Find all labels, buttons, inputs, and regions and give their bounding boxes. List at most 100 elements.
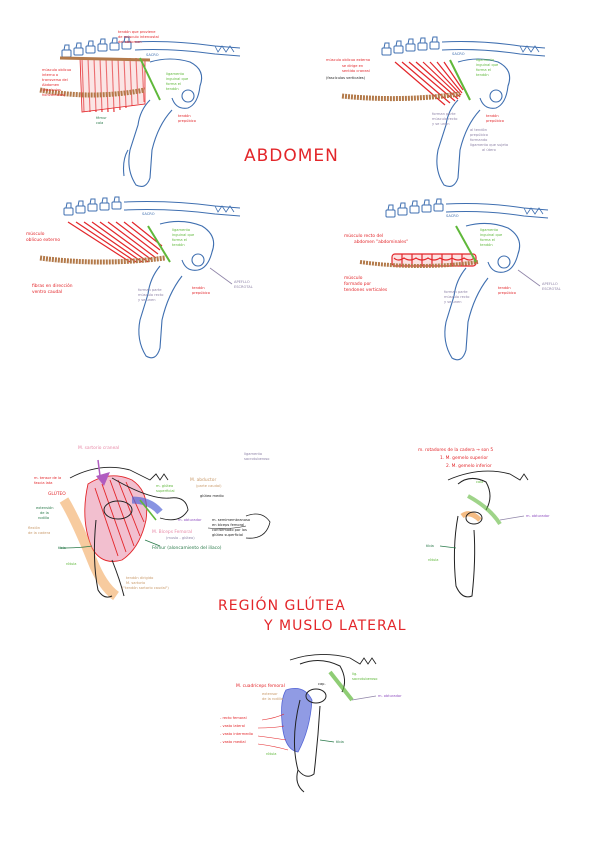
p5-flex-2: de la cadera [28,531,51,535]
p1-lig-4: tendón [166,87,179,91]
p1-muscle-label-6: horizontales) [42,93,66,97]
p6-obt: m. obturador [526,514,550,518]
p5-sup-2: sacrotuberoso [244,457,270,461]
p5-flex-1: flexión [28,526,41,530]
p7-tibia: tibia [336,740,344,744]
p7-sub-2: - vasto lateral [220,724,245,728]
p7-sub-1: - recto femoral [220,716,247,720]
p5-g3: glúteo medio [200,494,224,498]
p2-note-3: y se unen [432,122,450,126]
p5-right-3: conformado por los [212,528,247,532]
panel-4-diagram [359,198,549,361]
p4-note-1: forman parte [444,290,468,294]
p5-right-1: m. semimembranoso [212,518,251,522]
p1-muscle-label-4: Abdomen [42,83,60,87]
p5-patella: rótula [66,562,77,566]
p7-patella: rótula [266,752,277,756]
p1-muscle-label-2: interno o [42,73,59,77]
p2-lig-3: forma el [476,68,491,72]
p6-item-2: 2. M. gemelo inferior [446,464,492,469]
p4-lig-2: inguinal que [480,233,503,237]
p4-pelvic-2: prepúbico [498,291,516,295]
p3-sacro: SACRO [142,212,155,216]
p2-muscle-3: sentido craneal [342,69,370,73]
p4-lig-4: tendón [480,243,493,247]
p3-note-2: músculo recto [138,293,164,297]
p5-ext-1: extensión [36,506,54,510]
p6-title: m. rotadores de la cadera → son 5 [418,448,494,453]
p7-quad: M. cuadríceps femoral [236,684,285,689]
p6-tibia: tibia [426,544,434,548]
p1-pelvic-1: tendón [178,114,191,118]
p7-ext-2: de la rodilla [262,697,284,701]
p2-muscle-1: músculo oblicuo externo [326,58,371,62]
p5-biceps-2: (muslo - glúteo) [166,536,195,540]
p5-abductor-1: M. abductor [190,478,217,483]
p3-note-3: y se unen [138,298,156,302]
p5-tibia: tibia [58,546,66,550]
p3-apefllo-1: APEFLLO [234,280,250,284]
panel-7-diagram [257,654,377,793]
p5-g2: superficial [156,489,175,493]
title-gluteal-1: REGIÓN GLÚTEA [218,598,346,614]
p3-fiber-1: fibras en dirección [32,284,73,289]
p2-note-4: al tendón [470,128,487,132]
p4-note-2: músculo recto [444,295,470,299]
p4-bottom-1: músculo [344,276,363,281]
p3-fiber-2: ventro caudal [32,290,63,295]
pelvis-femur [122,58,203,187]
p3-lig-1: ligamento [172,228,191,232]
p5-sup-1: ligamento [244,452,263,456]
oblique-internal-muscle [79,57,146,113]
panel-3-diagram [39,196,241,359]
p5-right-2: en bíceps femoral [212,523,245,527]
p2-lig-1: ligamento [476,58,495,62]
p4-bottom-3: tendones verticales [344,288,388,293]
p3-lig-3: forma el [172,238,187,242]
p1-lig-3: forma el [166,82,181,86]
p4-bottom-2: formado por [344,282,372,287]
p4-sacro: SACRO [446,214,459,218]
p5-tensor-2: fascia lata [34,481,53,485]
spine-vertebrae [61,36,241,58]
p5-tensor-1: m. tensor de la [34,476,62,480]
p6-patella: rótula [428,558,439,562]
panel-1-diagram [39,36,241,187]
p4-apefllo-1: APEFLLO [542,282,558,286]
p5-bottom-3: ("tendón sartorio caudal") [122,586,169,590]
p6-tail: cola [476,480,484,484]
p5-obt: m. obturador [178,518,202,522]
p3-muscle-2: oblicuo externo [26,238,61,243]
p1-femur-2: cola [96,121,104,125]
panel-5-diagram [59,459,271,601]
p3-pelvic-1: tendón [192,286,205,290]
p4-muscle-2: abdomen "abdominales" [354,240,409,245]
p3-note-1: forman parte [138,288,162,292]
p2-note-5: prepúbico [470,133,488,137]
p7-cap: cap. [318,682,326,686]
p1-top-note-3: del abdomen [118,40,142,44]
p2-note-6: formando [470,138,488,142]
p1-lig-2: inguinal que [166,77,189,81]
p7-obt: m. obturador [378,694,402,698]
p2-pelvic-1: tendón [486,114,499,118]
p4-pelvic-1: tendón [498,286,511,290]
p2-lig-2: inguinal que [476,63,499,67]
p4-note-3: y se unen [444,300,462,304]
p7-lig-2: sacrotuberoso [352,677,378,681]
p1-top-note-1: tendón que proviene [118,30,156,34]
p5-ext-2: de la [40,511,49,515]
panel-6-diagram [439,470,529,598]
p2-pelvic-2: prepúbico [486,119,504,123]
p5-bottom-2: M. sartorio [126,581,146,585]
p3-lig-4: tendón [172,243,185,247]
p4-lig-3: forma el [480,238,495,242]
p2-sacro: SACRO [452,52,465,56]
p5-sartorio: M. sartorio craneal [78,446,120,451]
p5-femur-note: Fémur (aloncamiento del ilíaco) [152,546,222,551]
p1-sacro: SACRO [146,53,159,57]
p5-gluteo: GLÚTEO [48,492,66,497]
p2-lig-4: tendón [476,73,489,77]
p2-muscle-2: se dirige en [342,64,364,68]
p5-g1: m. glúteo [156,484,174,488]
